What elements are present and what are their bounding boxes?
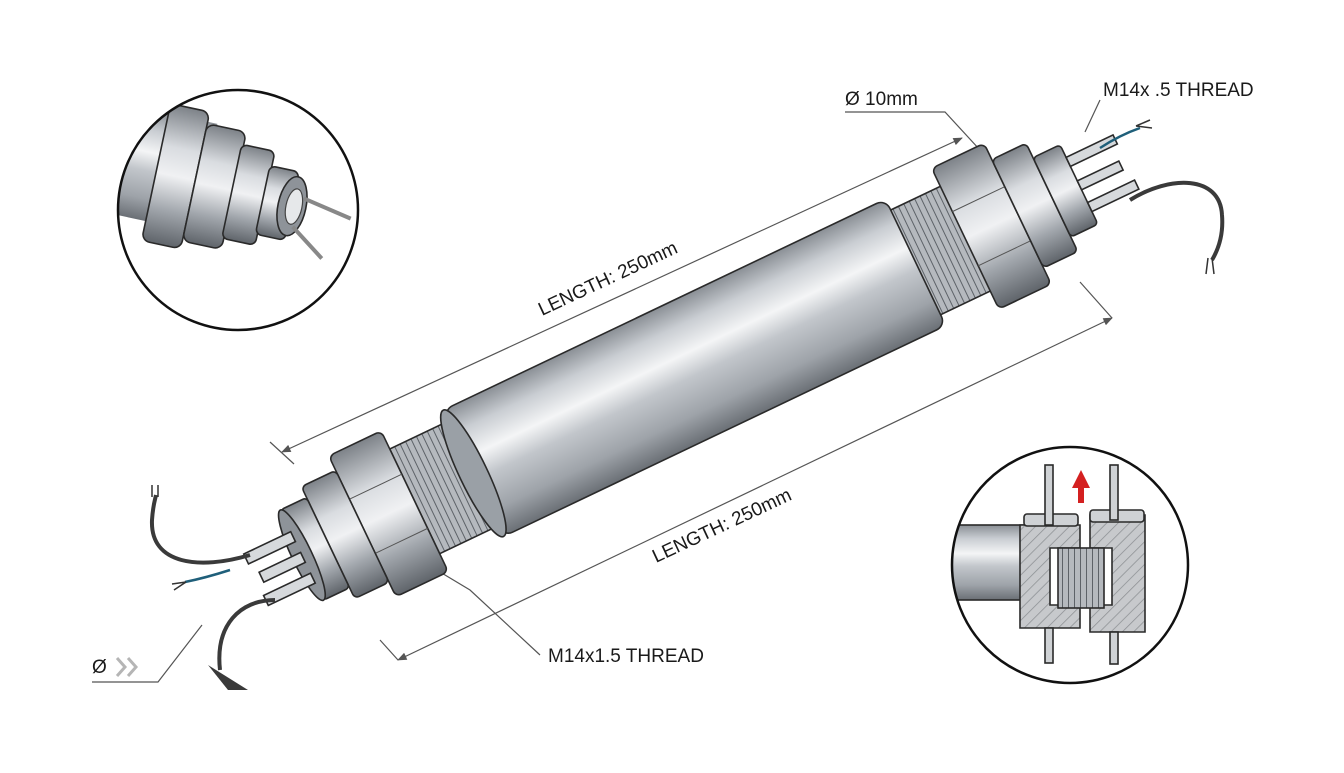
terminal-pin [1076, 159, 1125, 191]
wire-terminal-icon [171, 581, 187, 591]
inset-section-detail [950, 445, 1190, 685]
thread-label-bottom: M14x1.5 THREAD [548, 646, 704, 667]
wire-terminal-icon [1135, 119, 1153, 129]
leader-thread-top [1084, 99, 1101, 133]
length-label-bottom: LENGTH: 250mm [649, 485, 795, 568]
diameter-label-bottom: Ø [92, 657, 107, 678]
wire-terminal-icon [151, 485, 159, 497]
section-thread [1057, 547, 1105, 609]
length-dimension-top [281, 137, 963, 453]
arrow-up-icon [1072, 470, 1090, 503]
lead-wires-left [149, 485, 276, 690]
terminal-pin [1086, 179, 1140, 213]
tube-end-left [439, 409, 507, 538]
terminal-pin [1065, 133, 1119, 168]
leader-diameter-top [845, 111, 981, 151]
wire-terminal-icon [1205, 257, 1215, 275]
extension-line [379, 639, 399, 661]
terminal-pin [258, 551, 307, 584]
thread-label-top: M14x .5 THREAD [1103, 80, 1254, 101]
length-dimension-bottom [397, 317, 1113, 661]
diameter-label-top: Ø 10mm [845, 89, 918, 110]
double-chevron-right-icon [115, 657, 139, 677]
dimension-lines [92, 99, 1113, 683]
lead-wires-right [1099, 119, 1225, 275]
extension-line [269, 441, 295, 465]
extension-line [1079, 281, 1113, 319]
heater-tube [445, 201, 944, 534]
heater-assembly [242, 133, 1140, 607]
leader-diameter-bottom [92, 624, 203, 683]
section-hatch-left [1019, 524, 1081, 629]
curved-arrow-icon [217, 598, 276, 671]
inset-connector-detail [96, 88, 360, 332]
terminal-pin [242, 530, 297, 566]
